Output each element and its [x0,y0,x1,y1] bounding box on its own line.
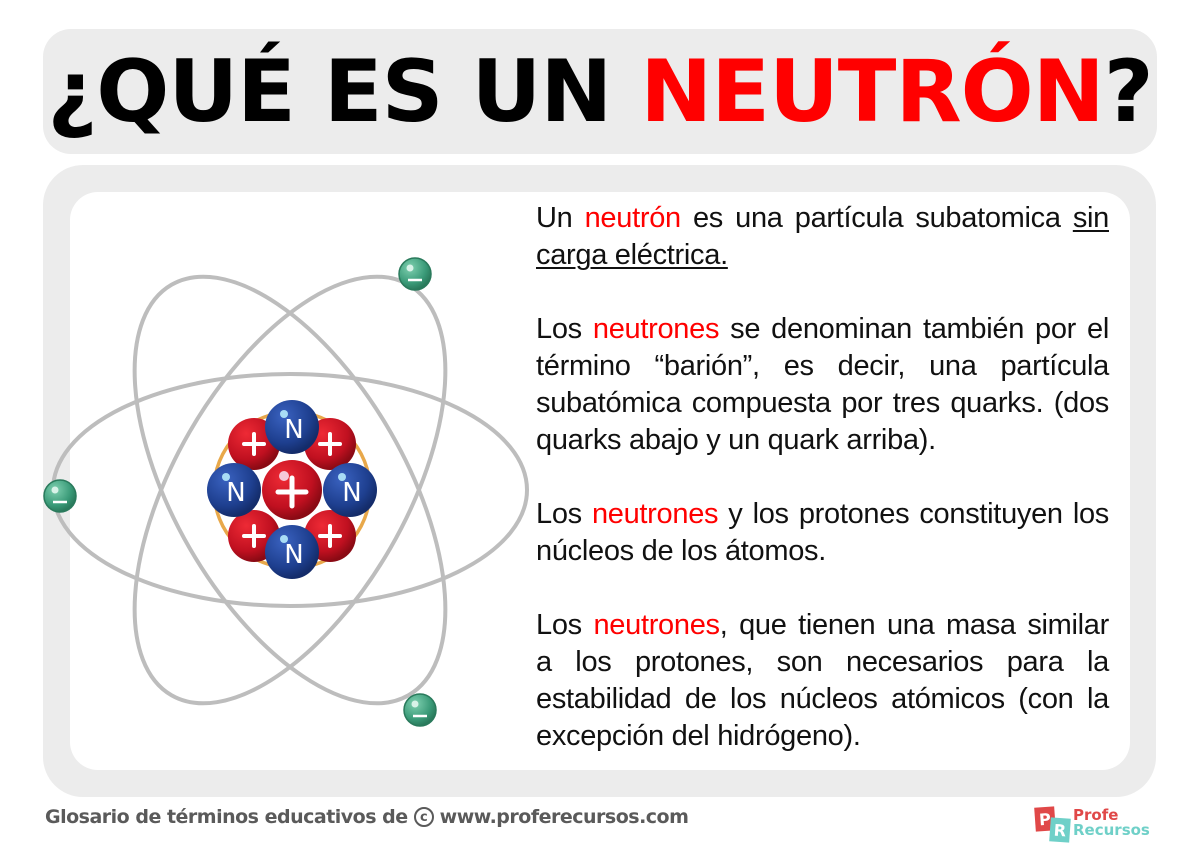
svg-text:N: N [226,478,245,508]
footer-credit: Glosario de términos educativos de c www… [45,806,689,828]
footer-label: Glosario de términos educativos de [45,806,408,828]
keyword-neutrones: neutrones [591,498,719,530]
paragraph-2-after: se denominan también por el término “bar… [536,313,1109,456]
title-highlight: NEUTRÓN [640,41,1105,142]
atom-illustration: N N N N [30,230,560,760]
svg-text:N: N [342,478,361,508]
underlined-phrase: sin carga eléctrica. [536,202,1109,271]
proton-center [262,460,322,520]
paragraph-1: Un neutrón es una partícula subatomica s… [536,200,1109,274]
atom-icon: N N N N [43,257,529,727]
definition-text: Un neutrón es una partícula subatomica s… [536,200,1109,755]
title-banner: ¿QUÉ ES UN NEUTRÓN? [43,29,1157,154]
paragraph-1-after: es una partícula subatomica [680,202,1073,234]
paragraph-1-before: Un [536,202,585,234]
neutron-group: N N N N [207,400,377,579]
paragraph-3-after: y los protones constituyen los núcleos d… [536,498,1109,567]
brand-logo[interactable]: P R Profe Recursos [1034,805,1165,845]
paragraph-4-after: , que tienen una masa similar a los prot… [536,609,1109,752]
paragraph-2: Los neutrones se denominan también por e… [536,311,1109,459]
logo-word-recursos: Recursos [1073,821,1150,839]
paragraph-3: Los neutrones y los protones constituyen… [536,496,1109,570]
logo-letter-r: R [1049,817,1071,843]
title-suffix: ? [1103,41,1154,142]
footer-url[interactable]: www.proferecursos.com [439,806,689,828]
page-title: ¿QUÉ ES UN NEUTRÓN? [47,49,1153,135]
paragraph-4: Los neutrones, que tienen una masa simil… [536,607,1109,755]
title-prefix: ¿QUÉ ES UN [47,41,641,142]
keyword-neutron: neutrón [584,202,682,234]
copyright-icon: c [413,807,434,827]
paragraph-4-before: Los [536,609,594,641]
svg-text:N: N [284,540,303,570]
svg-text:N: N [284,415,303,445]
paragraph-2-before: Los [536,313,593,345]
keyword-neutrones: neutrones [593,609,720,641]
keyword-neutrones: neutrones [592,313,720,345]
logo-word-profe: Profe [1073,806,1119,824]
paragraph-3-before: Los [536,498,592,530]
electrons [43,257,437,727]
